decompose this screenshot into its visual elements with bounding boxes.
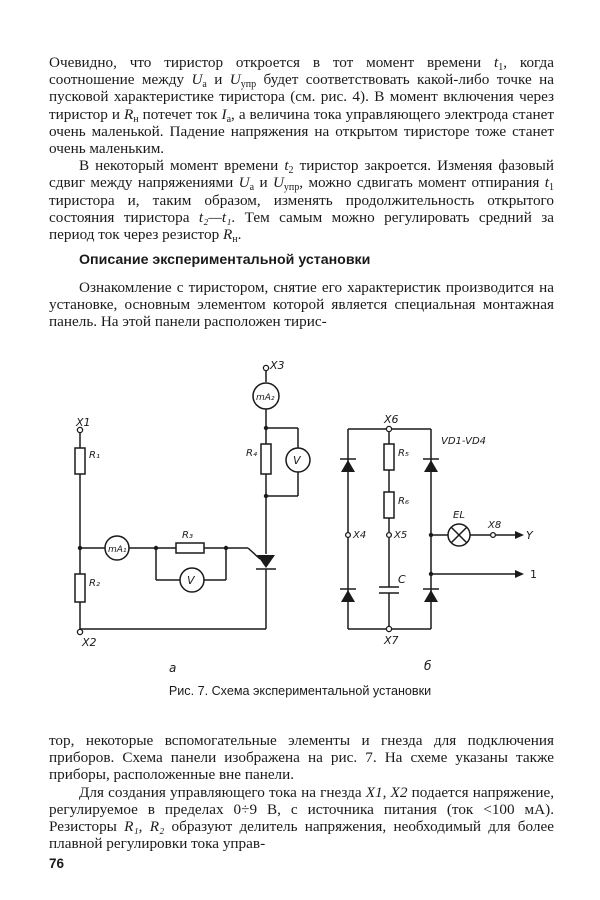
label-x7: X7	[383, 634, 399, 647]
resistor-r2	[74, 573, 86, 603]
diode-left-bottom	[341, 590, 355, 602]
label-x6: X6	[383, 413, 399, 426]
terminal-x4	[344, 531, 352, 539]
label-x1: X1	[75, 416, 91, 429]
label-y: Y	[526, 529, 534, 542]
terminal-x2	[76, 628, 84, 636]
label-x3: X3	[269, 359, 285, 372]
label-ma1: mA₁	[108, 545, 127, 555]
paragraph-3: Ознакомление с тиристором, снятие его ха…	[49, 279, 554, 331]
resistor-r6	[383, 491, 395, 519]
terminal-x3	[262, 364, 270, 372]
terminal-x5	[385, 531, 393, 539]
label-x5: X5	[393, 530, 407, 541]
label-r4: R₄	[246, 448, 257, 459]
text-block-intro: Ознакомление с тиристором, снятие его ха…	[49, 279, 554, 331]
label-c: C	[398, 573, 406, 586]
label-x2: X2	[81, 636, 97, 649]
diode-left-top	[341, 460, 355, 472]
label-v-r3: V	[187, 574, 196, 587]
thyristor	[257, 555, 275, 568]
label-ma2: mA₂	[256, 393, 275, 403]
label-x4: X4	[352, 530, 366, 541]
arrow-y	[515, 531, 524, 539]
label-el: EL	[453, 510, 465, 521]
label-r5: R₅	[398, 448, 409, 459]
arrow-1	[515, 570, 524, 578]
text-block-top: Очевидно, что тиристор откроется в тот м…	[49, 54, 555, 246]
terminal-x1	[76, 426, 84, 434]
label-r1: R₁	[89, 450, 100, 461]
terminal-x8	[489, 531, 497, 539]
figure-caption: Рис. 7. Схема экспериментальной установк…	[168, 684, 432, 698]
terminal-x7	[385, 625, 393, 633]
label-vd1-vd4: VD1-VD4	[441, 436, 486, 447]
label-x8: X8	[487, 520, 501, 531]
paragraph-4: тор, некоторые вспомогательные элементы …	[49, 732, 554, 784]
paragraph-2: В некоторый момент времени t2 тиристор з…	[49, 157, 554, 246]
label-subfigure-a: а	[169, 661, 176, 675]
text-block-bottom: тор, некоторые вспомогательные элементы …	[49, 732, 554, 852]
section-heading: Описание экспериментальной установки	[79, 252, 371, 268]
diode-right-top	[424, 460, 438, 472]
paragraph-1: Очевидно, что тиристор откроется в тот м…	[49, 54, 555, 158]
label-1: 1	[530, 568, 537, 581]
diode-right-bottom	[424, 590, 438, 602]
resistor-r5	[383, 443, 395, 471]
circuit-schematic: X1 R₁ R₂ mA₁ R₃ V X3 mA₂	[74, 359, 537, 675]
label-subfigure-b: б	[424, 659, 432, 673]
label-r6: R₆	[398, 496, 409, 507]
label-v-r4: V	[293, 454, 302, 467]
label-r2: R₂	[89, 578, 100, 589]
paragraph-5: Для создания управляющего тока на гнезда…	[49, 783, 554, 853]
terminal-x6	[385, 425, 393, 433]
resistor-r1	[74, 447, 86, 475]
page-number: 76	[49, 856, 65, 871]
resistor-r3	[175, 542, 205, 554]
resistor-r4	[260, 443, 272, 475]
label-r3: R₃	[182, 530, 193, 541]
